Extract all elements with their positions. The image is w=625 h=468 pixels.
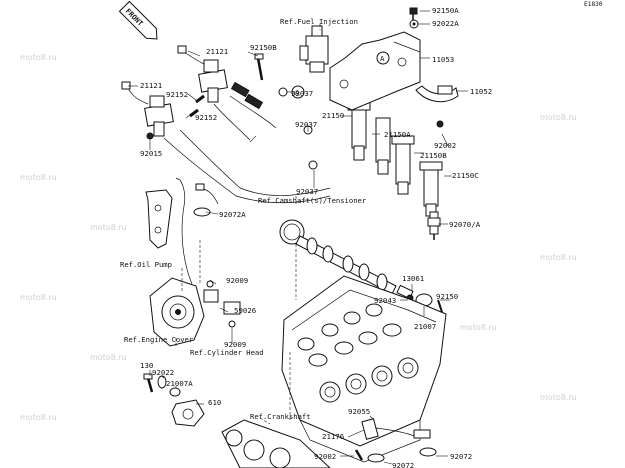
label-92150b: 92150B xyxy=(250,43,277,52)
rotor-610 xyxy=(171,399,205,427)
crank-sensor-21176 xyxy=(361,418,431,440)
label-13061: 13061 xyxy=(402,274,424,283)
label-92072-right: 92072 xyxy=(450,452,472,461)
ignition-coil-upper xyxy=(177,45,228,103)
bolt-92150 xyxy=(437,299,443,313)
ref-crankshaft: Ref.Crankshaft xyxy=(250,412,311,421)
cylinder-head xyxy=(281,275,447,463)
coil-nut-92015 xyxy=(146,132,154,140)
watermark: moto8.ru xyxy=(540,393,577,402)
watermark: moto8.ru xyxy=(90,353,127,362)
ref-oil-pump: Ref.Oil Pump xyxy=(120,260,172,269)
ignition-coil-lower xyxy=(121,81,174,137)
label-92152-lower: 92152 xyxy=(195,113,217,122)
label-92009-lower: 92009 xyxy=(224,340,246,349)
label-92002-upper: 92002 xyxy=(434,141,456,150)
crankshaft xyxy=(221,419,331,468)
label-92150: 92150 xyxy=(436,292,458,301)
sensor-bracket xyxy=(145,189,173,249)
label-92072-left: 92072 xyxy=(392,461,414,468)
label-92037-b: 92037 xyxy=(295,120,317,129)
bolt-92002-lower xyxy=(354,449,364,461)
bracket-11053 xyxy=(329,31,421,111)
pickup-sensor xyxy=(203,280,241,328)
bolt-130 xyxy=(143,373,154,393)
label-92037-a: 92037 xyxy=(291,89,313,98)
label-92070a: 92070/A xyxy=(449,220,481,229)
label-92022: 92022 xyxy=(152,368,174,377)
callout-a: A xyxy=(380,54,385,63)
label-21121-lower: 21121 xyxy=(140,81,162,90)
ref-fuel-injection: Ref.Fuel Injection xyxy=(280,17,358,26)
label-610: 610 xyxy=(208,398,221,407)
label-21150c: 21150C xyxy=(452,171,479,180)
label-21176: 21176 xyxy=(322,432,344,441)
label-130: 130 xyxy=(140,361,153,370)
stick-coil-21150b xyxy=(391,135,415,195)
label-21150a: 21150A xyxy=(384,130,411,139)
bolt-92002-upper xyxy=(436,120,444,128)
label-92009-upper: 92009 xyxy=(226,276,248,285)
stick-coil-21150c xyxy=(419,161,443,217)
plug-21007a xyxy=(169,387,181,397)
grommet-92072 xyxy=(367,447,437,463)
grommet-92072a xyxy=(193,207,211,217)
watermark: moto8.ru xyxy=(20,53,57,62)
label-21007: 21007 xyxy=(414,322,436,331)
watermark-layer: moto8.ru moto8.ru moto8.ru moto8.ru moto… xyxy=(20,53,577,422)
watermark: moto8.ru xyxy=(20,293,57,302)
bolt-92150b xyxy=(254,53,264,81)
label-92055: 92055 xyxy=(348,407,370,416)
label-92015: 92015 xyxy=(140,149,162,158)
watermark: moto8.ru xyxy=(460,323,497,332)
sensor-cable xyxy=(175,177,219,285)
label-92072a: 92072A xyxy=(219,210,246,219)
ref-camshaft: Ref.Camshaft(s)/Tensioner xyxy=(258,196,367,205)
spark-plug-92070a xyxy=(427,211,441,240)
callout-a-upper: A xyxy=(376,51,390,65)
front-badge: FRONT xyxy=(118,0,158,40)
label-92002-lower: 92002 xyxy=(314,452,336,461)
leader-lines xyxy=(128,10,468,465)
part-labels: 92150A 92022A 11053 11052 21121 21121 92… xyxy=(140,6,492,468)
label-11052: 11052 xyxy=(470,87,492,96)
washer-92022 xyxy=(157,375,167,389)
watermark: moto8.ru xyxy=(90,223,127,232)
label-21150: 21150 xyxy=(322,111,344,120)
ref-engine-cover: Ref.Engine Cover xyxy=(124,335,194,344)
watermark: moto8.ru xyxy=(20,173,57,182)
watermark: moto8.ru xyxy=(540,253,577,262)
label-11053: 11053 xyxy=(432,55,454,64)
label-59026: 59026 xyxy=(234,306,256,315)
label-92152-upper: 92152 xyxy=(166,90,188,99)
label-21007a: 21007A xyxy=(166,379,193,388)
callout-a: A xyxy=(295,88,300,97)
coil-bolt-92152 xyxy=(189,94,205,118)
spark-plug-leads xyxy=(163,81,331,204)
label-21150b: 21150B xyxy=(420,151,447,160)
label-21121-upper: 21121 xyxy=(206,47,228,56)
label-92022a: 92022A xyxy=(432,19,459,28)
reference-labels: Ref.Fuel Injection Ref.Camshaft(s)/Tensi… xyxy=(120,17,367,421)
label-92150a: 92150A xyxy=(432,6,459,15)
ref-cylinder-head: Ref.Cylinder Head xyxy=(190,348,264,357)
watermark: moto8.ru xyxy=(20,413,57,422)
diagram-code: E1830 xyxy=(584,1,603,8)
label-92037-c: 92037 xyxy=(296,187,318,196)
engine-cover xyxy=(149,277,205,347)
stick-coil-21150a xyxy=(375,117,391,175)
watermark: moto8.ru xyxy=(540,113,577,122)
bracket-11052 xyxy=(415,85,459,103)
label-92043: 92043 xyxy=(374,296,396,305)
fuel-injection-module xyxy=(299,25,329,73)
bolt-92150a xyxy=(409,7,418,20)
washer-92022a xyxy=(409,19,419,29)
